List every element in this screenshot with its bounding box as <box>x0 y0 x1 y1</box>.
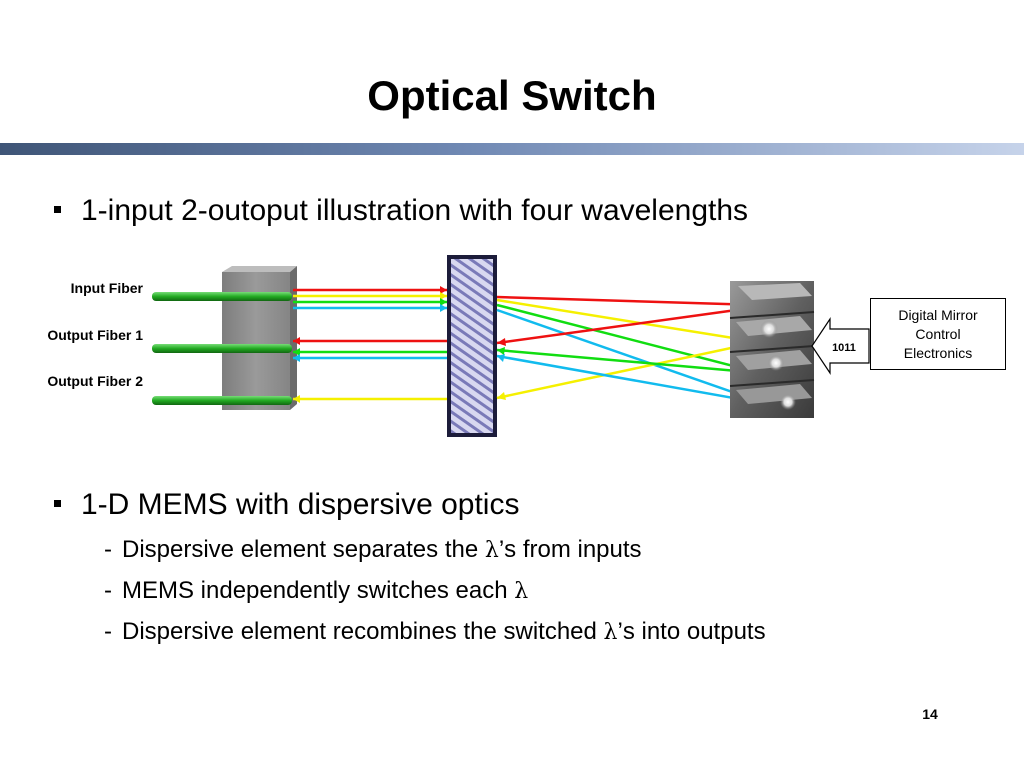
bullet-2: 1-D MEMS with dispersive optics <box>54 488 519 522</box>
lambda-symbol: λ <box>514 579 529 604</box>
slide-title: Optical Switch <box>367 72 657 119</box>
dispersed-beam-red <box>496 295 759 307</box>
subitem-1: -Dispersive element separates the λ’s fr… <box>104 536 642 564</box>
bullet-2-text: 1-D MEMS with dispersive optics <box>81 488 520 521</box>
reflected-beam-green <box>496 348 773 376</box>
square-bullet-icon <box>54 205 61 213</box>
dispersed-beam-green <box>496 303 773 378</box>
page-number: 14 <box>922 706 938 722</box>
subitem-1-text-after: ’s from inputs <box>498 536 642 563</box>
light-beams <box>293 288 785 412</box>
control-box-line-2: Control <box>915 325 961 342</box>
input-fiber-label: Input Fiber <box>70 280 143 296</box>
mems-mirror-array <box>729 281 815 418</box>
control-code-label: 1011 <box>832 342 856 354</box>
reflected-beam-yellow <box>496 343 746 400</box>
fiber-output-2 <box>152 396 292 405</box>
bullet-1: 1-input 2-outoput illustration with four… <box>54 194 748 228</box>
subitem-3-text-after: ’s into outputs <box>617 618 766 645</box>
output-fiber-1-label: Output Fiber 1 <box>47 327 143 343</box>
subitem-2: -MEMS independently switches each λ <box>104 577 528 605</box>
subitem-dash: - <box>104 536 112 563</box>
digital-mirror-control-electronics-box: Digital Mirror Control Electronics <box>870 298 1006 370</box>
title-divider-bar <box>0 143 1024 155</box>
dispersive-grating <box>447 255 497 437</box>
subitem-3: -Dispersive element recombines the switc… <box>104 618 766 646</box>
output-fiber-2-label: Output Fiber 2 <box>47 373 143 389</box>
subitem-1-text-before: Dispersive element separates the <box>122 536 485 563</box>
subitem-2-text-before: MEMS independently switches each <box>122 577 515 604</box>
subitem-3-text-before: Dispersive element recombines the switch… <box>122 618 604 645</box>
control-signal-arrow <box>811 317 870 375</box>
reflected-beam-red <box>496 305 759 345</box>
control-box-line-3: Electronics <box>903 344 973 361</box>
fiber-input <box>152 292 292 301</box>
control-box-line-1: Digital Mirror <box>898 306 978 323</box>
lambda-symbol: λ <box>603 620 618 645</box>
subitem-dash: - <box>104 618 112 645</box>
fiber-output-1 <box>152 344 292 353</box>
square-bullet-icon <box>54 499 61 507</box>
collimator-block <box>222 266 297 410</box>
subitem-dash: - <box>104 577 112 604</box>
lambda-symbol: λ <box>484 538 499 563</box>
bullet-1-text: 1-input 2-outoput illustration with four… <box>81 194 749 227</box>
dispersed-beam-yellow <box>496 298 759 344</box>
